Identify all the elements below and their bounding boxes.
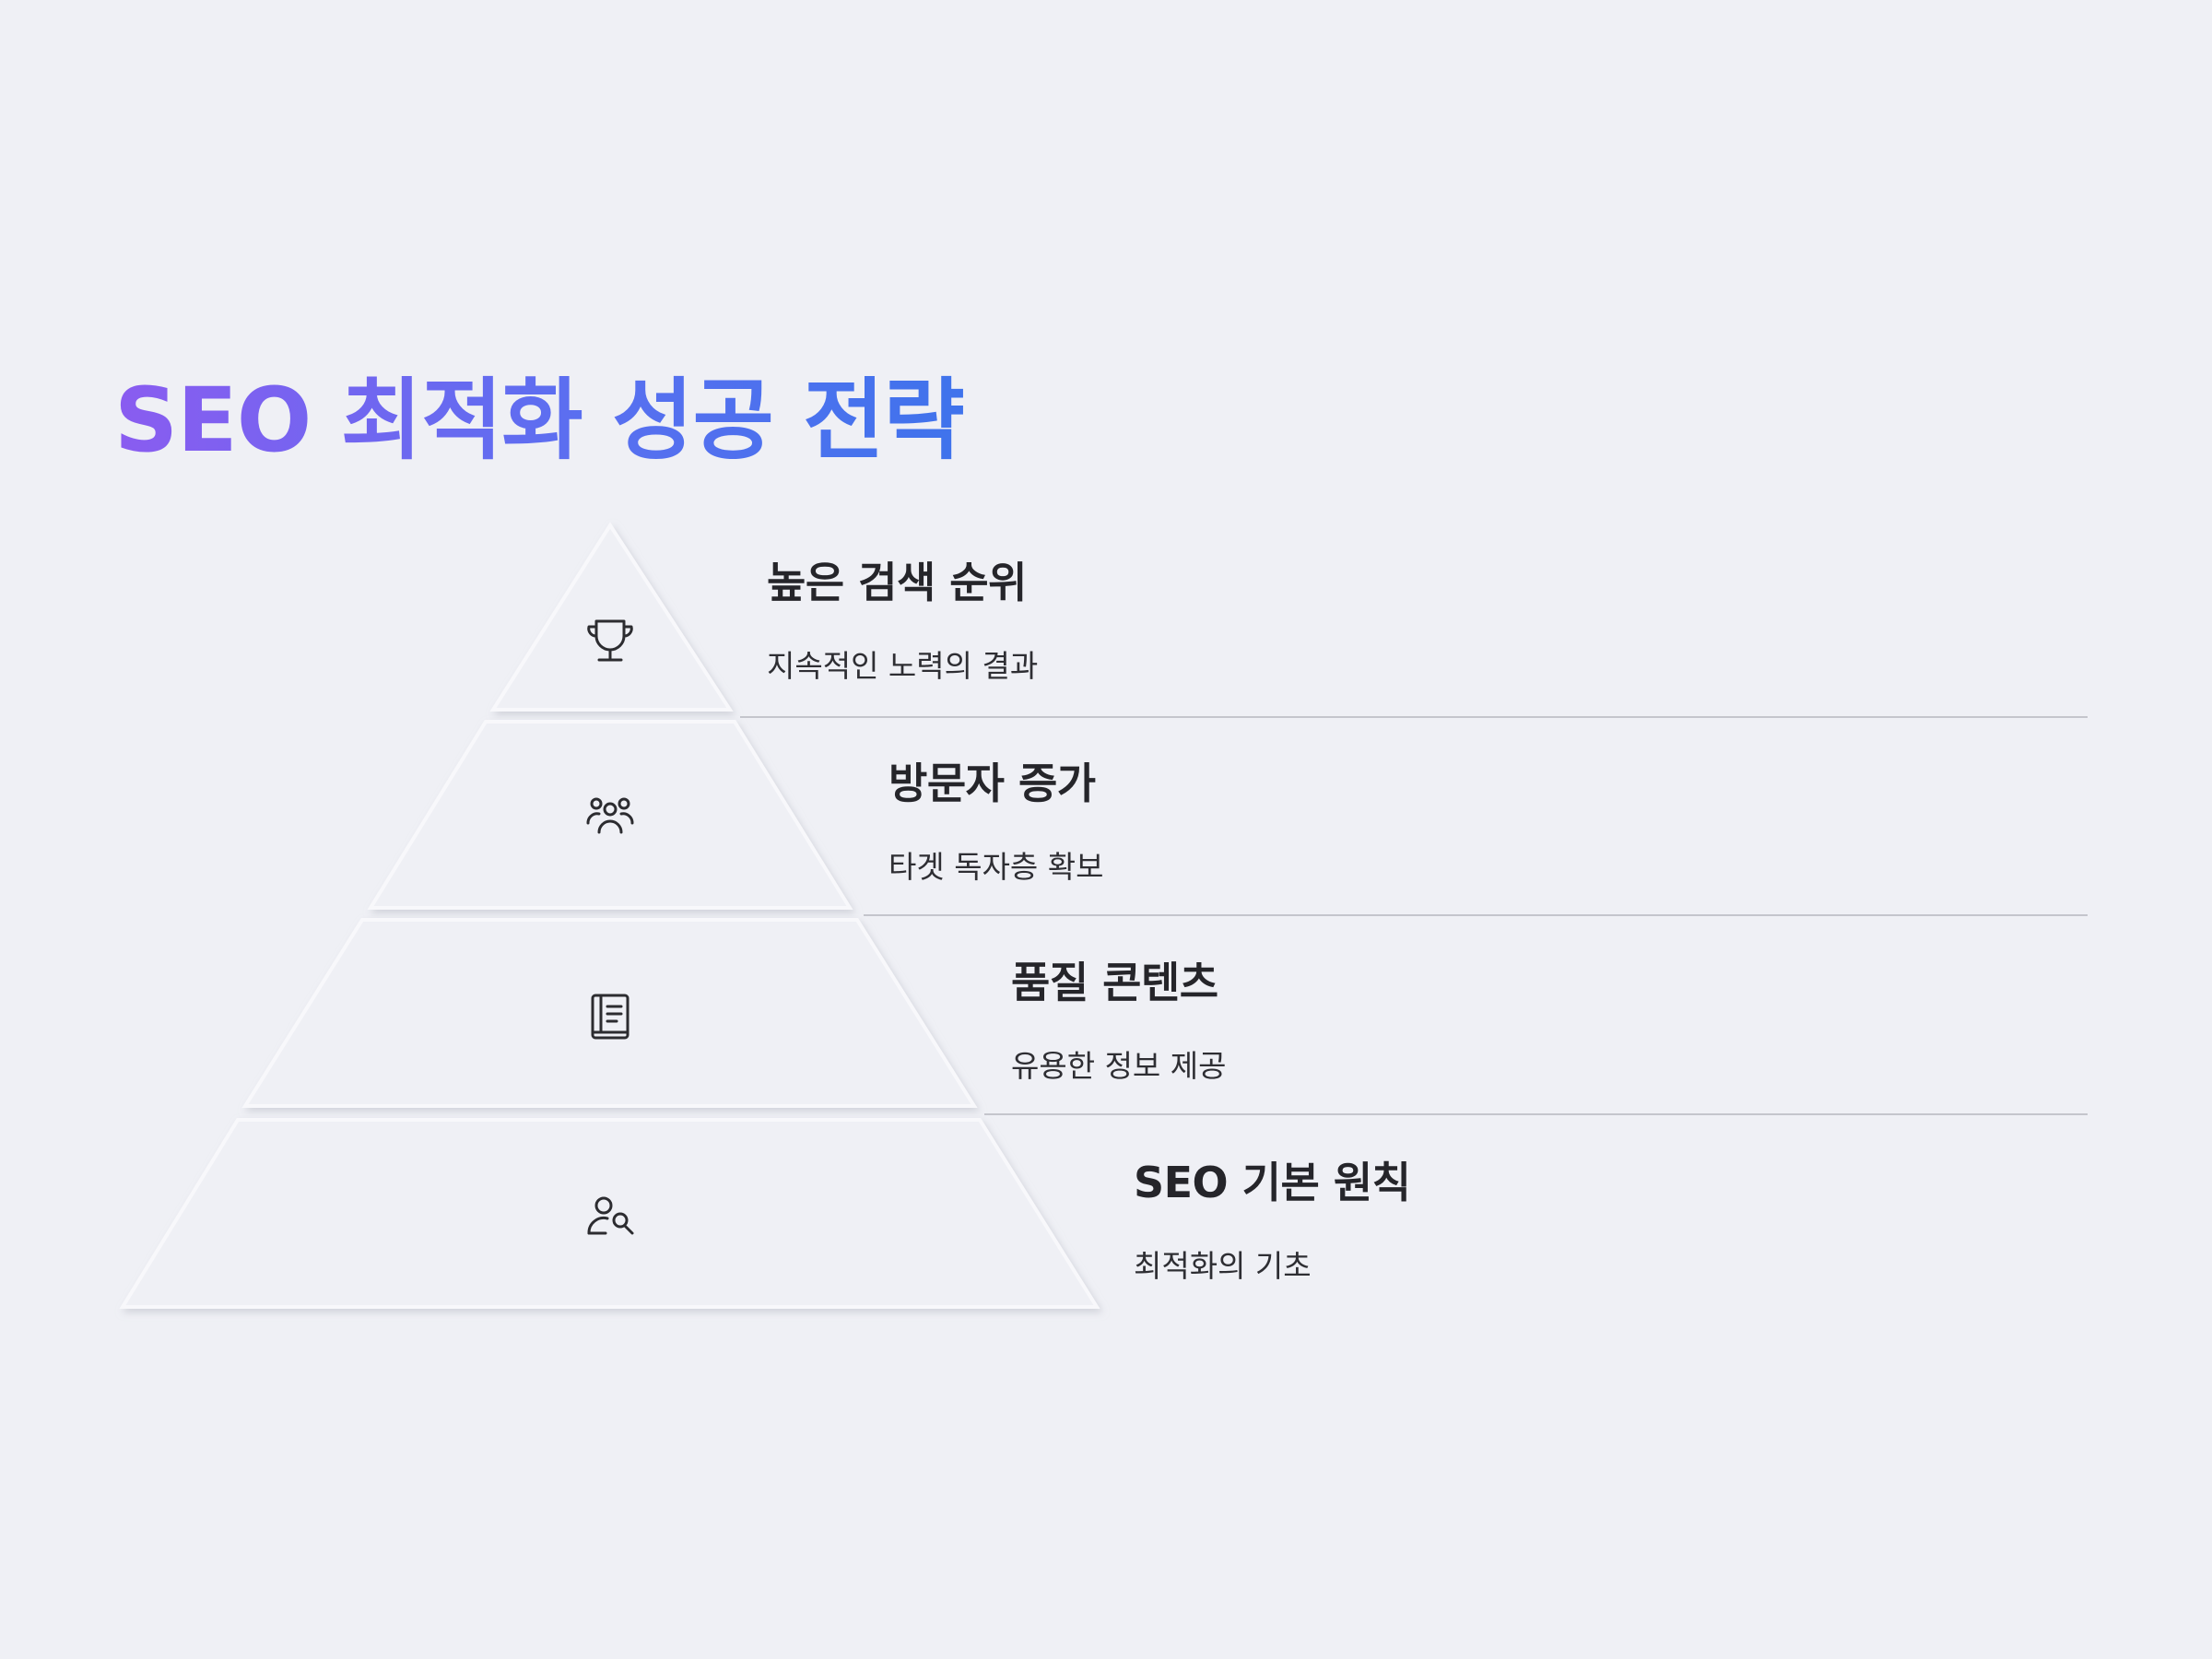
layer-2-text: 방문자 증가 타겟 독자층 확보: [888, 750, 1104, 887]
trophy-icon: [587, 619, 633, 662]
layer-3-text: 품질 콘텐츠 유용한 정보 제공: [1011, 949, 1227, 1086]
page-title: SEO 최적화 성공 전략: [114, 348, 965, 477]
layer-2-title: 방문자 증가: [888, 759, 1096, 808]
layer-1-text: 높은 검색 순위 지속적인 노력의 결과: [767, 549, 1038, 686]
layer-4-title: SEO 기본 원칙: [1134, 1158, 1411, 1207]
user-search-icon: [587, 1196, 634, 1235]
pyramid-tier-1: [489, 522, 734, 712]
divider-1: [740, 716, 2088, 718]
users-icon: [586, 797, 634, 834]
divider-2: [864, 914, 2088, 916]
layer-4-text: SEO 기본 원칙 최적화의 기초: [1134, 1149, 1411, 1286]
layer-4-subtitle: 최적화의 기초: [1134, 1248, 1312, 1284]
layer-3-title: 품질 콘텐츠: [1011, 958, 1218, 1007]
divider-3: [984, 1113, 2088, 1115]
pyramid-tier-4: [119, 1118, 1100, 1309]
layer-1-title: 높은 검색 순위: [767, 558, 1027, 607]
layer-1-subtitle: 지속적인 노력의 결과: [767, 648, 1039, 684]
book-icon: [591, 994, 629, 1040]
layer-2-subtitle: 타겟 독자층 확보: [888, 849, 1104, 885]
layer-3-subtitle: 유용한 정보 제공: [1011, 1048, 1227, 1084]
